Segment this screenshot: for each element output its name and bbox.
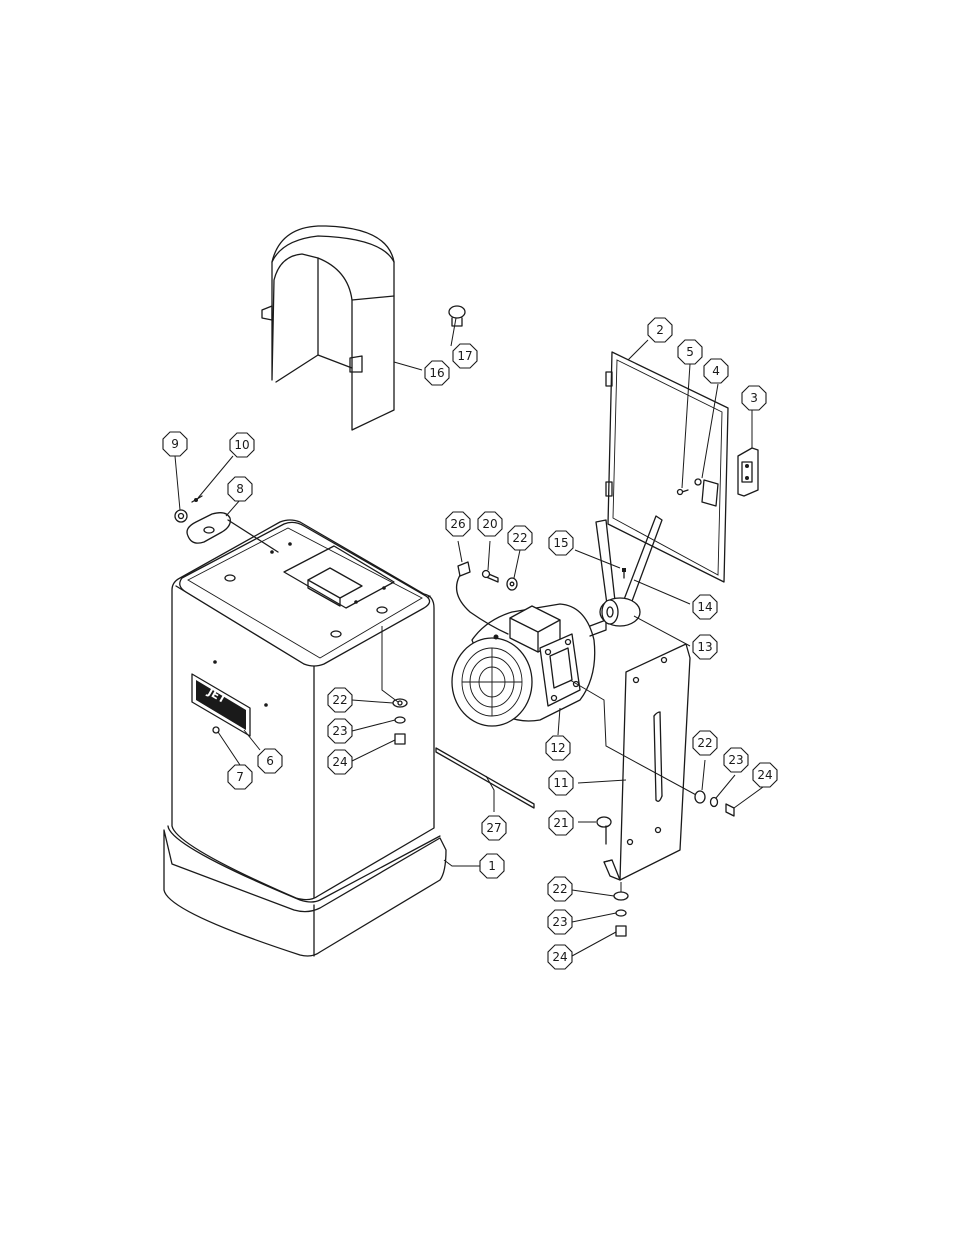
callout-22-motor-label: 22: [512, 531, 527, 545]
leader-lines: [174, 317, 764, 957]
callout-12: 12: [545, 735, 571, 761]
callout-11: 11: [548, 770, 574, 796]
pulley-part-13: [599, 597, 641, 627]
washer-part-22-motor: [506, 577, 518, 591]
callout-11-label: 11: [553, 776, 568, 790]
callout-22-bracket: 22: [692, 730, 718, 756]
callout-2-label: 2: [656, 323, 664, 337]
callout-21: 21: [548, 810, 574, 836]
callout-4: 4: [703, 358, 729, 384]
callout-14-label: 14: [697, 600, 712, 614]
callout-10: 10: [229, 432, 255, 458]
callout-20: 20: [477, 511, 503, 537]
bolt-part-20: [481, 569, 499, 583]
callout-6: 6: [257, 748, 283, 774]
callout-16-label: 16: [429, 366, 444, 380]
callout-24-bottom-label: 24: [552, 950, 567, 964]
callout-23-bottom: 23: [547, 909, 573, 935]
callout-24-bottom: 24: [547, 944, 573, 970]
callout-22-bracket-label: 22: [697, 736, 712, 750]
callout-20-label: 20: [482, 517, 497, 531]
callout-26-label: 26: [450, 517, 465, 531]
callout-21-label: 21: [553, 816, 568, 830]
knob-part-17: [448, 305, 466, 327]
jet-logo-plate-part-6: JET: [191, 673, 251, 737]
screw-part-10: [191, 495, 203, 503]
motor-bracket-part-11: [569, 643, 699, 881]
screw-part-7: [212, 726, 220, 734]
callout-27: 27: [481, 815, 507, 841]
hardware-stack-bottom: [613, 882, 629, 937]
callout-24-cabinet-label: 24: [332, 755, 347, 769]
callout-22-cabinet: 22: [327, 687, 353, 713]
callout-15: 15: [548, 530, 574, 556]
callout-22-bottom: 22: [547, 876, 573, 902]
nut-part-9: [174, 509, 188, 523]
callout-24-bracket: 24: [752, 762, 778, 788]
callout-12-label: 12: [550, 741, 565, 755]
callout-13: 13: [692, 634, 718, 660]
callout-2: 2: [647, 317, 673, 343]
callout-23-cabinet: 23: [327, 718, 353, 744]
callout-22-cabinet-label: 22: [332, 693, 347, 707]
callout-26: 26: [445, 511, 471, 537]
carriage-bolt-part-21: [596, 816, 612, 845]
callout-13-label: 13: [697, 640, 712, 654]
callout-15-label: 15: [553, 536, 568, 550]
callout-17-label: 17: [457, 349, 472, 363]
callout-1-label: 1: [488, 859, 496, 873]
cover-plate-part-8: [186, 512, 279, 553]
callout-3: 3: [741, 385, 767, 411]
callout-24-bracket-label: 24: [757, 768, 772, 782]
callout-23-bracket-label: 23: [728, 753, 743, 767]
callout-9: 9: [162, 431, 188, 457]
door-panel-part-2: [605, 351, 729, 583]
hardware-stack-left: [381, 626, 408, 745]
callout-3-label: 3: [750, 391, 758, 405]
cabinet-stand-part-1: [163, 519, 447, 957]
callout-8-label: 8: [236, 482, 244, 496]
callout-10-label: 10: [234, 438, 249, 452]
callout-14: 14: [692, 594, 718, 620]
switch-part-3: [737, 447, 759, 497]
motor-assembly: [451, 603, 607, 727]
callout-27-label: 27: [486, 821, 501, 835]
callout-5-label: 5: [686, 345, 694, 359]
belt-guard-part-16: [261, 225, 395, 431]
callout-23-cabinet-label: 23: [332, 724, 347, 738]
callout-9-label: 9: [171, 437, 179, 451]
callout-1: 1: [479, 853, 505, 879]
callout-17: 17: [452, 343, 478, 369]
callout-7: 7: [227, 764, 253, 790]
callout-5: 5: [677, 339, 703, 365]
callout-22-bottom-label: 22: [552, 882, 567, 896]
callout-4-label: 4: [712, 364, 720, 378]
callout-8: 8: [227, 476, 253, 502]
bar-part-27: [435, 747, 535, 809]
callout-23-bottom-label: 23: [552, 915, 567, 929]
callout-6-label: 6: [266, 754, 274, 768]
power-cord-part-26: [455, 561, 509, 635]
callout-7-label: 7: [236, 770, 244, 784]
set-screw-part-15: [622, 568, 626, 579]
callout-22-motor: 22: [507, 525, 533, 551]
callout-16: 16: [424, 360, 450, 386]
callout-23-bracket: 23: [723, 747, 749, 773]
hardware-stack-right: [694, 790, 735, 817]
callout-24-cabinet: 24: [327, 749, 353, 775]
